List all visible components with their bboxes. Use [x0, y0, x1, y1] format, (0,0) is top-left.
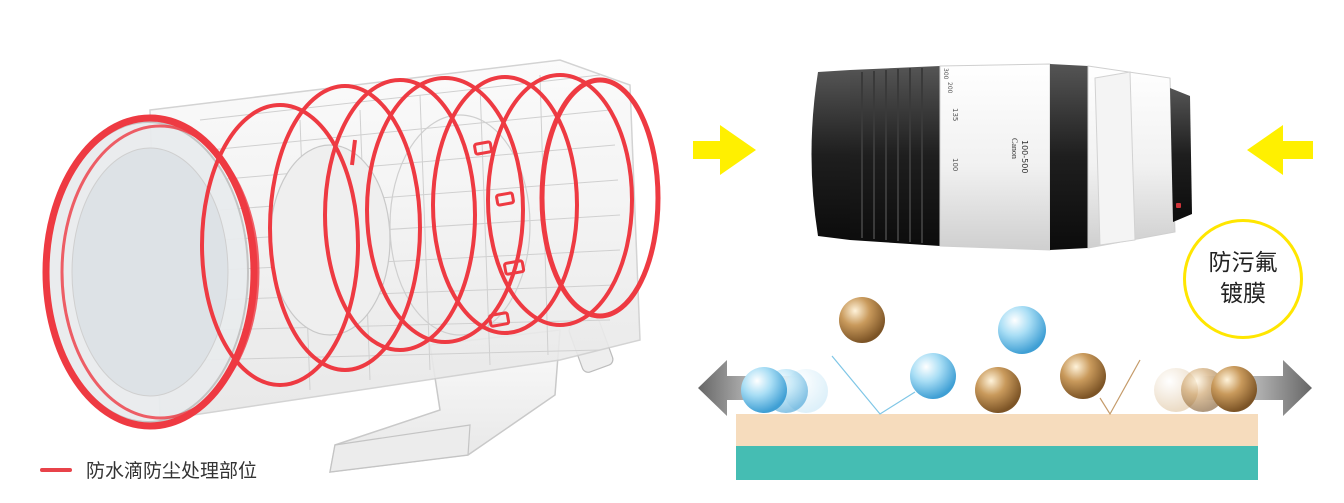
lens-cutaway — [42, 59, 661, 473]
seal-ring — [323, 78, 477, 352]
yellow-arrow-right-icon — [693, 125, 756, 175]
anti-fouling-coating-badge: 防污氟 镀膜 — [1183, 219, 1303, 339]
front-lens-inner — [71, 147, 229, 397]
seal-ring — [42, 114, 258, 430]
lens-focus-ring — [1050, 64, 1088, 250]
oil-drop — [975, 367, 1021, 413]
seal-ring — [200, 103, 360, 387]
seal-rings — [42, 73, 661, 430]
lens-brand-text: Canon — [1010, 138, 1019, 159]
seal-seam — [350, 139, 357, 166]
focal-mark: 135 — [951, 108, 959, 121]
legend: 防水滴防尘处理部位 — [40, 456, 257, 483]
badge-line-1: 防污氟 — [1208, 250, 1278, 276]
seal-ring — [268, 84, 422, 372]
lens-barrel — [939, 63, 1051, 251]
glass-layer — [736, 446, 1258, 480]
lens-zoom-ring — [850, 66, 940, 246]
switch-seals — [473, 140, 526, 328]
lens-front-black — [811, 70, 850, 240]
legend-swatch — [40, 467, 72, 472]
seal-ring — [60, 124, 260, 420]
oil-drop — [1060, 353, 1106, 399]
oil-drop — [839, 297, 885, 343]
coating-diagram — [698, 297, 1312, 480]
badge-line-2: 镀膜 — [1220, 281, 1266, 307]
drop-trail — [831, 355, 916, 415]
canon-lens: 100 135 200 300 Canon 100-500 — [811, 63, 1192, 251]
focal-mark: 100 — [951, 158, 959, 171]
water-drop — [998, 306, 1046, 354]
seal-ring — [431, 75, 579, 335]
focal-mark: 300 — [942, 68, 949, 80]
yellow-arrow-left-icon — [1247, 125, 1313, 175]
legend-label: 防水滴防尘处理部位 — [86, 460, 258, 482]
water-drop — [910, 353, 956, 399]
switch-seal — [503, 259, 526, 276]
focal-mark: 200 — [946, 82, 953, 94]
switch-seal — [473, 140, 493, 156]
drop-trail — [1099, 359, 1141, 416]
seal-ring — [365, 76, 525, 344]
tripod-foot-plate — [329, 424, 471, 473]
seal-ring — [486, 73, 634, 327]
lens-model-text: 100-500 — [1020, 140, 1029, 173]
lens-mount — [1170, 88, 1192, 222]
water-drop — [741, 367, 787, 413]
seal-ring — [539, 77, 661, 319]
oil-drop — [1211, 366, 1257, 412]
lens-red-dot — [1176, 203, 1181, 208]
lens-element-inner — [389, 114, 531, 336]
switch-seal — [488, 311, 511, 328]
switch-seal — [495, 191, 515, 207]
zoom-ring-ridges — [861, 68, 923, 243]
lens-tripod-collar — [1094, 71, 1136, 246]
fluorine-coating-layer — [736, 414, 1258, 446]
